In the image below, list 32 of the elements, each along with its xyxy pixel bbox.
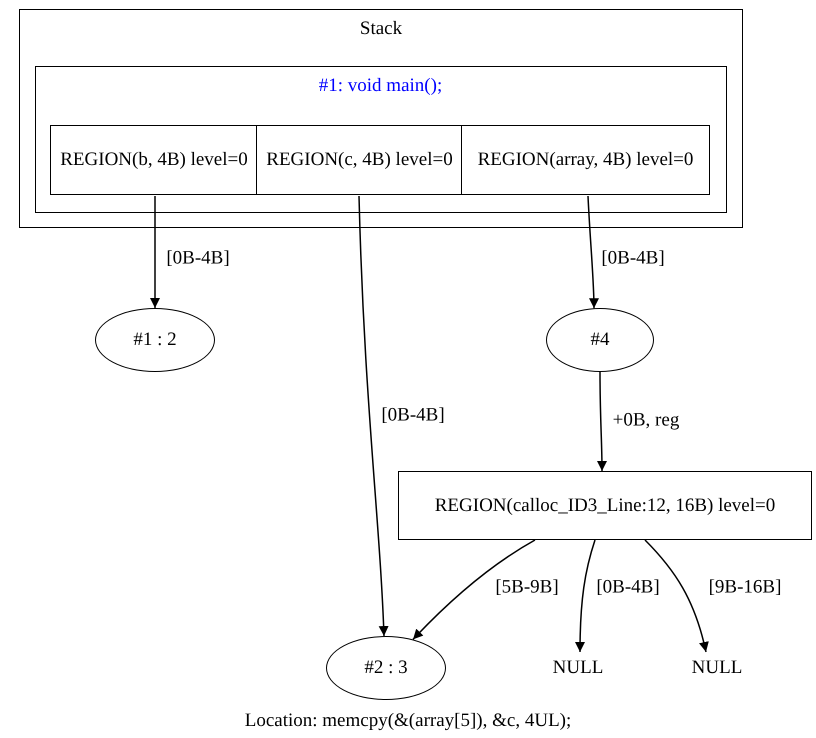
- edge-label: [0B-4B]: [596, 576, 660, 598]
- region-box: [461, 125, 710, 195]
- group-frame: [19, 9, 743, 228]
- edge-label: [0B-4B]: [381, 404, 445, 426]
- region-box: [50, 125, 258, 195]
- region-label: REGION(array, 4B) level=0: [478, 149, 694, 171]
- edge-label: [0B-4B]: [601, 248, 665, 268]
- region-box: [256, 125, 463, 195]
- null-label: NULL: [692, 657, 742, 679]
- group-title: Stack: [360, 18, 402, 39]
- region-label: REGION(calloc_ID3_Line:12, 16B) level=0: [434, 494, 776, 516]
- arrow: [644, 539, 709, 652]
- edge-label: [0B-4B]: [166, 248, 230, 268]
- edge-label: [9B-16B]: [708, 576, 782, 598]
- pointer-label: #4: [590, 329, 610, 351]
- group-title: #1: void main();: [318, 74, 442, 96]
- arrow: [587, 196, 599, 308]
- region-box: [398, 471, 812, 540]
- edge-label: [5B-9B]: [495, 576, 559, 598]
- arrow: [358, 196, 389, 636]
- null-label: NULL: [552, 657, 604, 679]
- pointer-label: #2 : 3: [364, 657, 408, 679]
- edge-label: +0B, reg: [612, 410, 680, 430]
- caption: Location: memcpy(&(array[5]), &c, 4UL);: [244, 710, 572, 731]
- arrow: [596, 372, 607, 471]
- arrow: [412, 539, 536, 640]
- region-label: REGION(b, 4B) level=0: [60, 149, 248, 171]
- region-label: REGION(c, 4B) level=0: [266, 149, 453, 171]
- arrow: [575, 540, 596, 652]
- arrow: [150, 196, 160, 308]
- group-frame: [34, 66, 726, 212]
- pointer-label: #1 : 2: [133, 329, 177, 351]
